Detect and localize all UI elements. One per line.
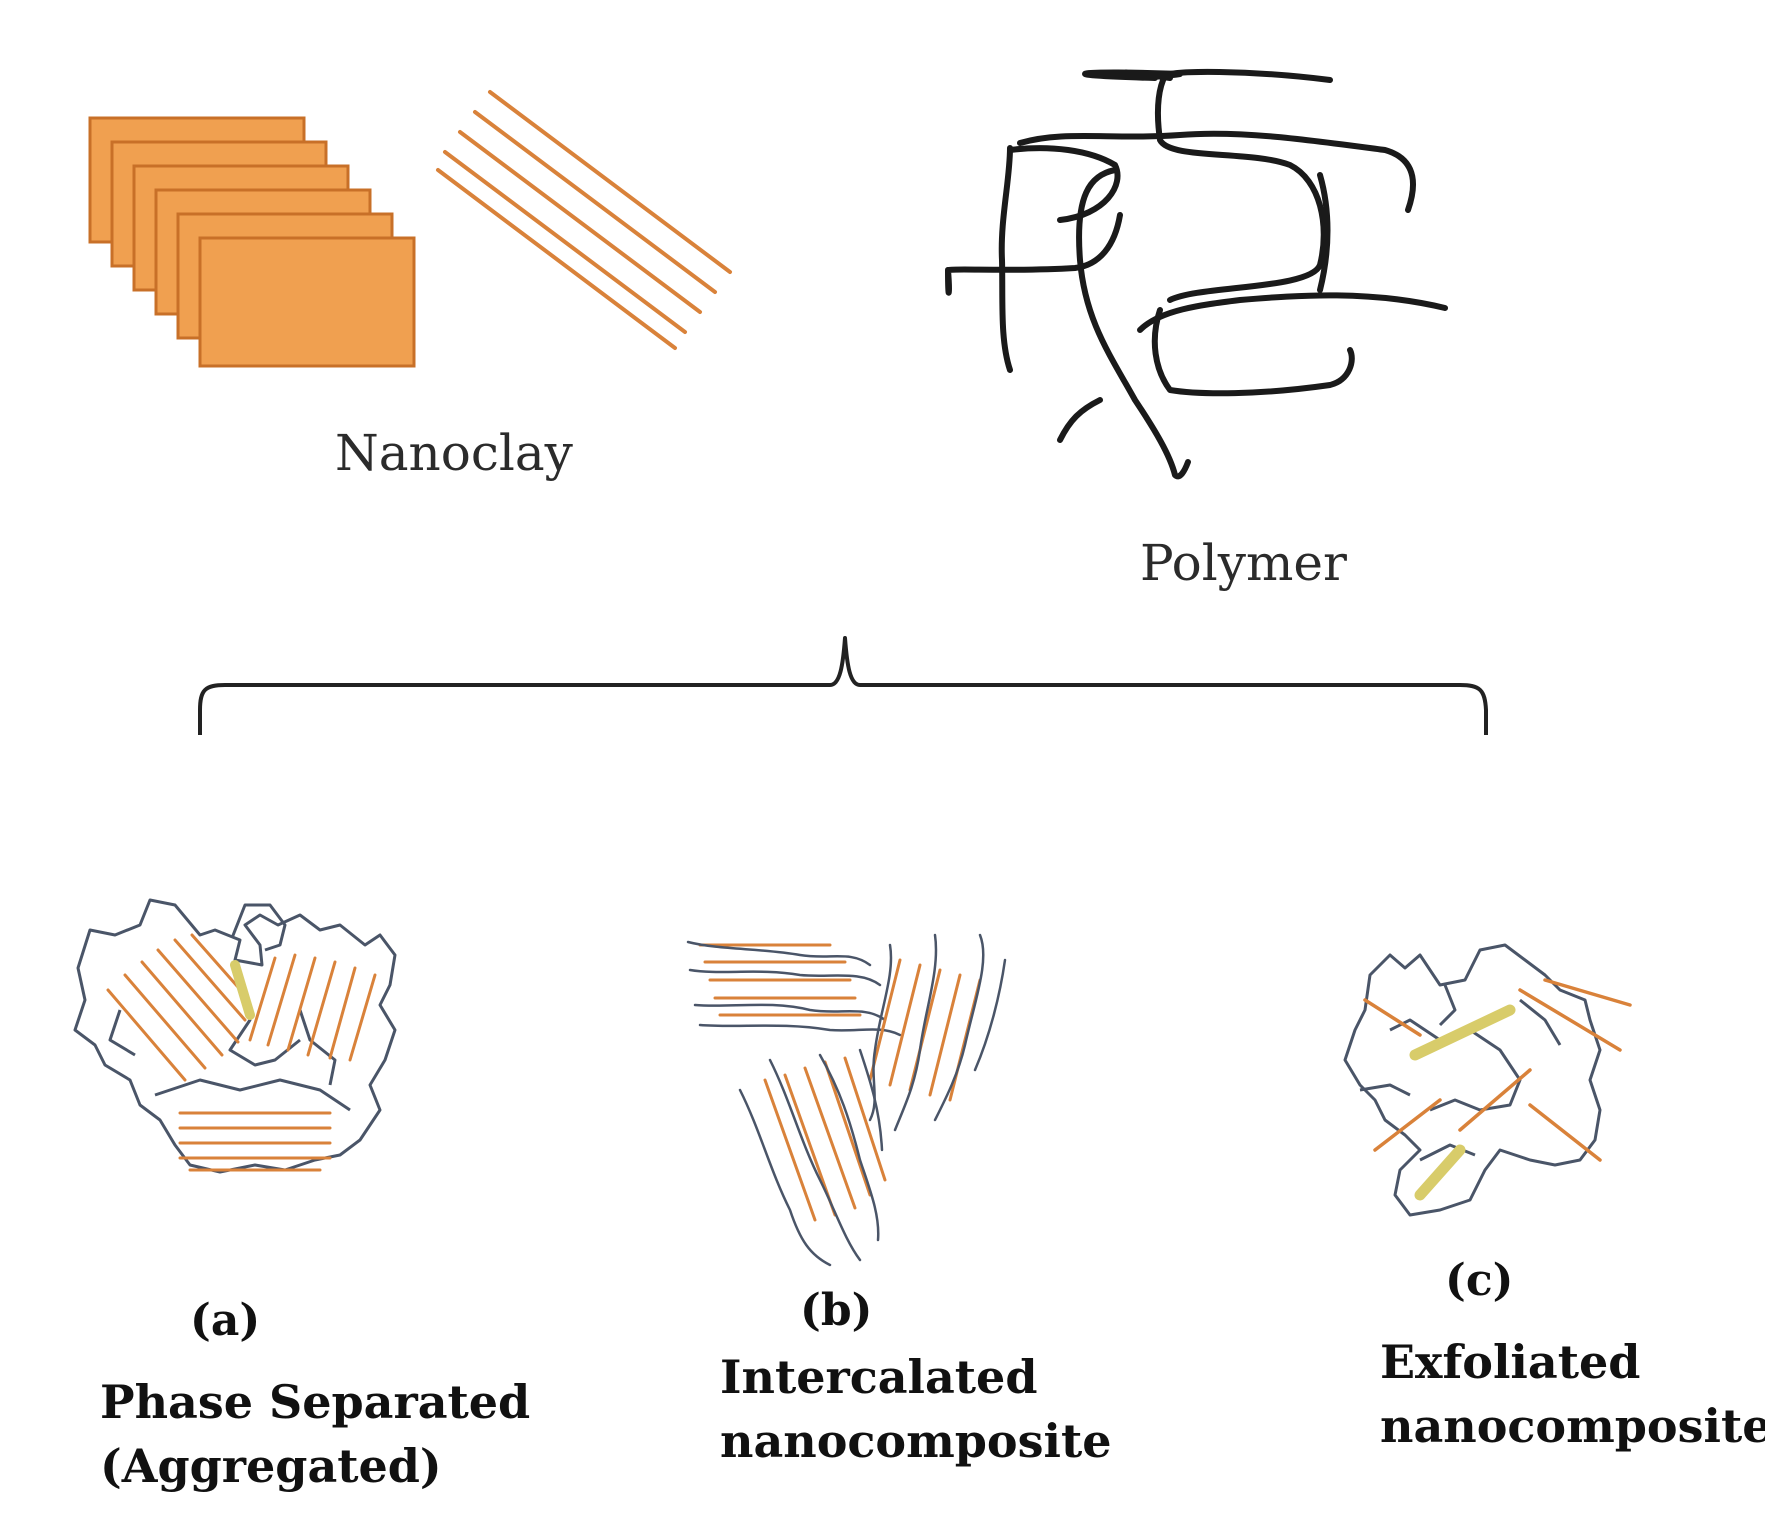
panel-c-matrix: [1343, 943, 1602, 1217]
panel-c-structure: [1343, 943, 1632, 1217]
panel-a-name-line2: (Aggregated): [100, 1439, 442, 1493]
bracket: [198, 636, 1488, 735]
panel-c-name-line1: Exfoliated: [1380, 1335, 1641, 1389]
panel-a-clay-tactoid-bottom: [178, 1111, 332, 1172]
panel-a-clay-tactoid-right: [248, 953, 377, 1062]
panel-a-structure: [73, 898, 397, 1174]
polymer-chains: [945, 68, 1448, 480]
panel-c-platelets-yellow: [1409, 1004, 1516, 1201]
panel-a-matrix: [73, 898, 397, 1174]
panel-a-name: Phase Separated (Aggregated): [100, 1370, 530, 1498]
panel-c-name: Exfoliated nanocomposite: [1380, 1330, 1765, 1458]
panel-b-letter: (b): [800, 1285, 873, 1336]
panel-a-name-line1: Phase Separated: [100, 1375, 531, 1429]
panel-b-structure: [686, 933, 1007, 1267]
panel-a-clay-tactoid-left: [106, 933, 247, 1082]
panel-b-clay-stack-top: [698, 943, 862, 1017]
panel-b-name-line2: nanocomposite: [720, 1414, 1112, 1468]
panel-c-letter: (c): [1445, 1255, 1514, 1306]
nanoclay-platelet-lines: [436, 90, 732, 350]
label-nanoclay: Nanoclay: [335, 424, 573, 482]
panel-b-name-line1: Intercalated: [720, 1350, 1038, 1404]
panel-c-clay-sheets: [1363, 978, 1632, 1162]
panel-a-letter: (a): [190, 1295, 261, 1346]
panel-b-chains-top: [686, 940, 902, 1037]
panel-a-platelet-yellow: [230, 960, 255, 1020]
panel-b-chains-bottom: [738, 1048, 884, 1267]
nanoclay-stacked-sheets: [88, 116, 416, 368]
panel-c-name-line2: nanocomposite: [1380, 1399, 1765, 1453]
label-polymer: Polymer: [1140, 534, 1347, 592]
panel-b-name: Intercalated nanocomposite: [720, 1345, 1111, 1473]
